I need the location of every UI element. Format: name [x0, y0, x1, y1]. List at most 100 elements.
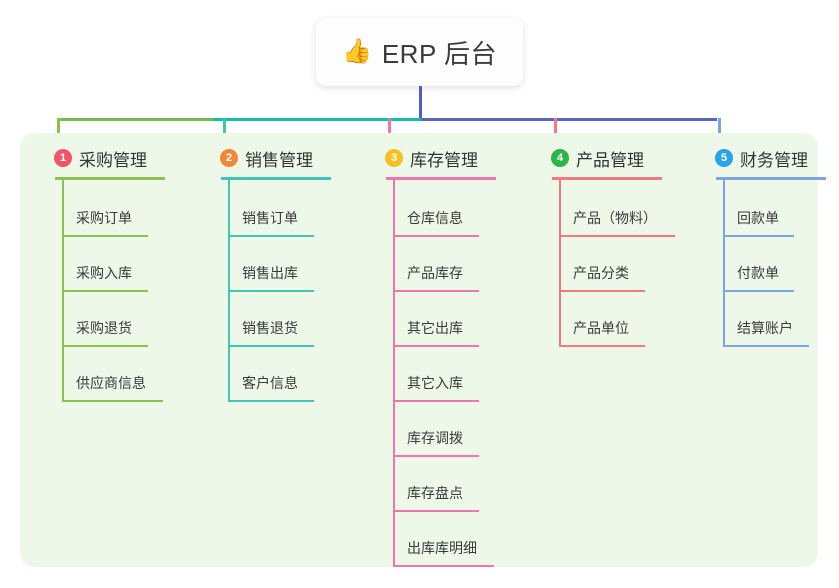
branch-item-label: 仓库信息: [407, 210, 463, 226]
branch-header-销售管理[interactable]: 2 销售管理: [202, 145, 331, 171]
branch-item-label: 采购入库: [76, 265, 132, 281]
branch-item-rule: [393, 565, 494, 567]
branches-panel: 1 采购管理采购订单采购入库采购退货供应商信息 2 销售管理销售订单销售出库销售退货客…: [20, 133, 826, 567]
branch-header-财务管理[interactable]: 5 财务管理: [697, 145, 826, 171]
branch-item-rule: [723, 235, 794, 237]
root-node-erp-backend[interactable]: 👍 ERP 后台: [316, 18, 523, 86]
branch-item-label: 回款单: [737, 210, 779, 226]
branch-column-产品管理[interactable]: 4 产品管理产品（物料） 产品分类产品单位: [533, 145, 675, 347]
branch-item-list: 采购订单采购入库采购退货供应商信息: [36, 180, 165, 402]
branch-number-badge: 4: [551, 149, 569, 167]
branch-header-rule: [55, 177, 165, 180]
branch-item[interactable]: 仓库信息: [367, 182, 496, 237]
branch-item[interactable]: 出库库明细: [367, 512, 496, 567]
branch-item[interactable]: 其它入库: [367, 347, 496, 402]
branch-header-rule: [386, 177, 496, 180]
branch-item-label: 销售订单: [242, 210, 298, 226]
branch-item[interactable]: 结算账户: [697, 292, 826, 347]
branch-item[interactable]: 供应商信息: [36, 347, 165, 402]
branch-title: 库存管理: [410, 150, 478, 170]
branch-item[interactable]: 其它出库: [367, 292, 496, 347]
branch-item-rule: [228, 290, 314, 292]
branch-item-rule: [228, 235, 314, 237]
branch-item-rule: [62, 290, 148, 292]
branch-item[interactable]: 销售退货: [202, 292, 331, 347]
branch-item-label: 其它出库: [407, 320, 463, 336]
branch-item-label: 库存调拨: [407, 430, 463, 446]
branch-item-rule: [228, 400, 314, 402]
branch-item-label: 库存盘点: [407, 485, 463, 501]
branch-item-rule: [62, 400, 163, 402]
branch-item-rule: [393, 290, 479, 292]
branch-item-label: 供应商信息: [76, 375, 146, 391]
branch-item-list: 销售订单销售出库销售退货客户信息: [202, 180, 331, 402]
branch-item-rule: [723, 290, 794, 292]
branch-item[interactable]: 采购订单: [36, 182, 165, 237]
branch-number-badge: 1: [54, 149, 72, 167]
branch-item-label: 销售退货: [242, 320, 298, 336]
connector-segment-blue: [421, 118, 717, 121]
branch-item-label: 采购退货: [76, 320, 132, 336]
branch-item[interactable]: 采购退货: [36, 292, 165, 347]
branch-item-label: 采购订单: [76, 210, 132, 226]
branch-header-rule: [552, 177, 662, 180]
branch-header-库存管理[interactable]: 3 库存管理: [367, 145, 496, 171]
branch-item-label: 其它入库: [407, 375, 463, 391]
branch-item[interactable]: 销售出库: [202, 237, 331, 292]
branch-item[interactable]: 库存调拨: [367, 402, 496, 457]
branch-item-rule: [723, 345, 809, 347]
branch-item[interactable]: 付款单: [697, 237, 826, 292]
branch-item[interactable]: 客户信息: [202, 347, 331, 402]
branch-item-rule: [228, 345, 314, 347]
branch-column-财务管理[interactable]: 5 财务管理回款单付款单结算账户: [697, 145, 826, 347]
branch-item[interactable]: 产品库存: [367, 237, 496, 292]
branch-number-badge: 5: [715, 149, 733, 167]
connector-segment-green: [57, 118, 213, 121]
branch-spine: [393, 180, 395, 565]
branch-item-label: 产品分类: [573, 265, 629, 281]
branch-header-rule: [716, 177, 826, 180]
branch-title: 采购管理: [79, 150, 147, 170]
branch-column-销售管理[interactable]: 2 销售管理销售订单销售出库销售退货客户信息: [202, 145, 331, 402]
branch-item-rule: [559, 345, 645, 347]
branch-title: 产品管理: [576, 150, 644, 170]
branch-header-rule: [221, 177, 331, 180]
branch-item-label: 付款单: [737, 265, 779, 281]
branch-number-badge: 2: [220, 149, 238, 167]
branch-item-label: 结算账户: [737, 320, 793, 336]
branch-title: 财务管理: [740, 150, 808, 170]
branch-item-label: 产品单位: [573, 320, 629, 336]
branch-item-rule: [393, 455, 479, 457]
branch-item-label: 产品（物料）: [573, 210, 657, 226]
branch-item-label: 销售出库: [242, 265, 298, 281]
branch-item-rule: [62, 345, 148, 347]
branch-item-rule: [559, 235, 675, 237]
branch-column-采购管理[interactable]: 1 采购管理采购订单采购入库采购退货供应商信息: [36, 145, 165, 402]
branch-item-label: 产品库存: [407, 265, 463, 281]
branch-title: 销售管理: [245, 150, 313, 170]
branch-item-list: 产品（物料） 产品分类产品单位: [533, 180, 675, 347]
branch-header-采购管理[interactable]: 1 采购管理: [36, 145, 165, 171]
branch-item-rule: [393, 510, 479, 512]
branch-item[interactable]: 产品分类: [533, 237, 662, 292]
connector-trunk: [419, 86, 422, 119]
branch-column-库存管理[interactable]: 3 库存管理仓库信息产品库存其它出库其它入库库存调拨库存盘点出库库明细: [367, 145, 496, 567]
branch-spine: [723, 180, 725, 345]
branch-item[interactable]: 库存盘点: [367, 457, 496, 512]
branch-header-产品管理[interactable]: 4 产品管理: [533, 145, 662, 171]
branch-spine: [559, 180, 561, 345]
branch-item[interactable]: 回款单: [697, 182, 826, 237]
branch-item-rule: [393, 345, 479, 347]
branch-number-badge: 3: [385, 149, 403, 167]
branch-item-rule: [393, 400, 479, 402]
branch-item-label: 客户信息: [242, 375, 298, 391]
branch-item[interactable]: 销售订单: [202, 182, 331, 237]
branch-item[interactable]: 采购入库: [36, 237, 165, 292]
branch-item-list: 仓库信息产品库存其它出库其它入库库存调拨库存盘点出库库明细: [367, 180, 496, 567]
connector-segment-teal: [213, 118, 421, 121]
root-node-label: ERP 后台: [381, 38, 498, 69]
branch-item[interactable]: 产品（物料）: [533, 182, 675, 237]
branch-item[interactable]: 产品单位: [533, 292, 662, 347]
branch-item-rule: [62, 235, 148, 237]
